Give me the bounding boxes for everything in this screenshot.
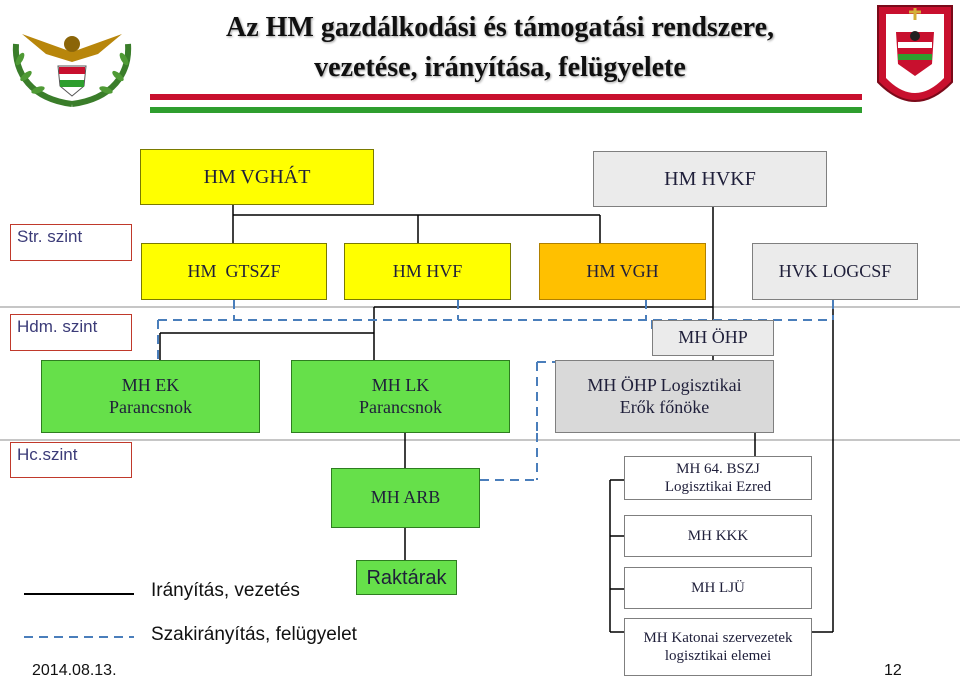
- box-mh-ohp-log-line1: MH ÖHP Logisztikai: [587, 374, 742, 395]
- level-label-strategic: Str. szint: [10, 224, 132, 261]
- legend-solid-label: Irányítás, vezetés: [151, 580, 300, 601]
- box-mh-lju: MH LJÜ: [624, 567, 812, 609]
- box-mh-ek-line1: MH EK: [121, 374, 180, 395]
- box-mh-katonai-szervezetek: MH Katonai szervezetek logisztikai eleme…: [624, 618, 812, 676]
- box-mh-64-bszj: MH 64. BSZJ Logisztikai Ezred: [624, 456, 812, 500]
- box-raktarak: Raktárak: [356, 560, 457, 595]
- box-mh-lk-line2: Parancsnok: [359, 396, 442, 417]
- box-mh-kkk: MH KKK: [624, 515, 812, 557]
- box-mh-ek-line2: Parancsnok: [109, 396, 192, 417]
- box-mh-katonai-line2: logisztikai elemei: [664, 648, 772, 664]
- box-mh-ek: MH EK Parancsnok: [41, 360, 260, 433]
- box-mh-64-line2: Logisztikai Ezred: [664, 479, 772, 495]
- box-mh-lk-line1: MH LK: [371, 374, 430, 395]
- right-crest-logo: [874, 2, 956, 120]
- box-hm-vgh: HM VGH: [539, 243, 706, 300]
- box-mh-lk: MH LK Parancsnok: [291, 360, 510, 433]
- box-hm-gtszf: HM GTSZF: [141, 243, 327, 300]
- legend-dashed-label: Szakirányítás, felügyelet: [151, 624, 357, 645]
- flag-stripe-red: [150, 94, 862, 100]
- level-label-tactical: Hc.szint: [10, 442, 132, 478]
- box-mh-64-line1: MH 64. BSZJ: [676, 461, 760, 477]
- page-number: 12: [884, 662, 902, 679]
- box-hm-vghat: HM VGHÁT: [140, 149, 374, 205]
- box-hm-hvf: HM HVF: [344, 243, 511, 300]
- level-label-operational: Hdm. szint: [10, 314, 132, 351]
- box-hm-hvkf: HM HVKF: [593, 151, 827, 207]
- box-mh-ohp-logisztikai: MH ÖHP Logisztikai Erők főnöke: [555, 360, 774, 433]
- footer-date: 2014.08.13.: [32, 662, 117, 679]
- box-mh-ohp-log-line2: Erők főnöke: [619, 396, 710, 417]
- box-mh-arb: MH ARB: [331, 468, 480, 528]
- box-mh-katonai-line1: MH Katonai szervezetek: [643, 630, 793, 646]
- slide-title-line1: Az HM gazdálkodási és támogatási rendsze…: [225, 12, 775, 43]
- box-hvk-logcsf: HVK LOGCSF: [752, 243, 918, 300]
- box-mh-ohp: MH ÖHP: [652, 320, 774, 356]
- left-emblem-logo: [2, 4, 142, 116]
- slide-title-line2: vezetése, irányítása, felügyelete: [314, 52, 686, 83]
- flag-stripe-green: [150, 107, 862, 113]
